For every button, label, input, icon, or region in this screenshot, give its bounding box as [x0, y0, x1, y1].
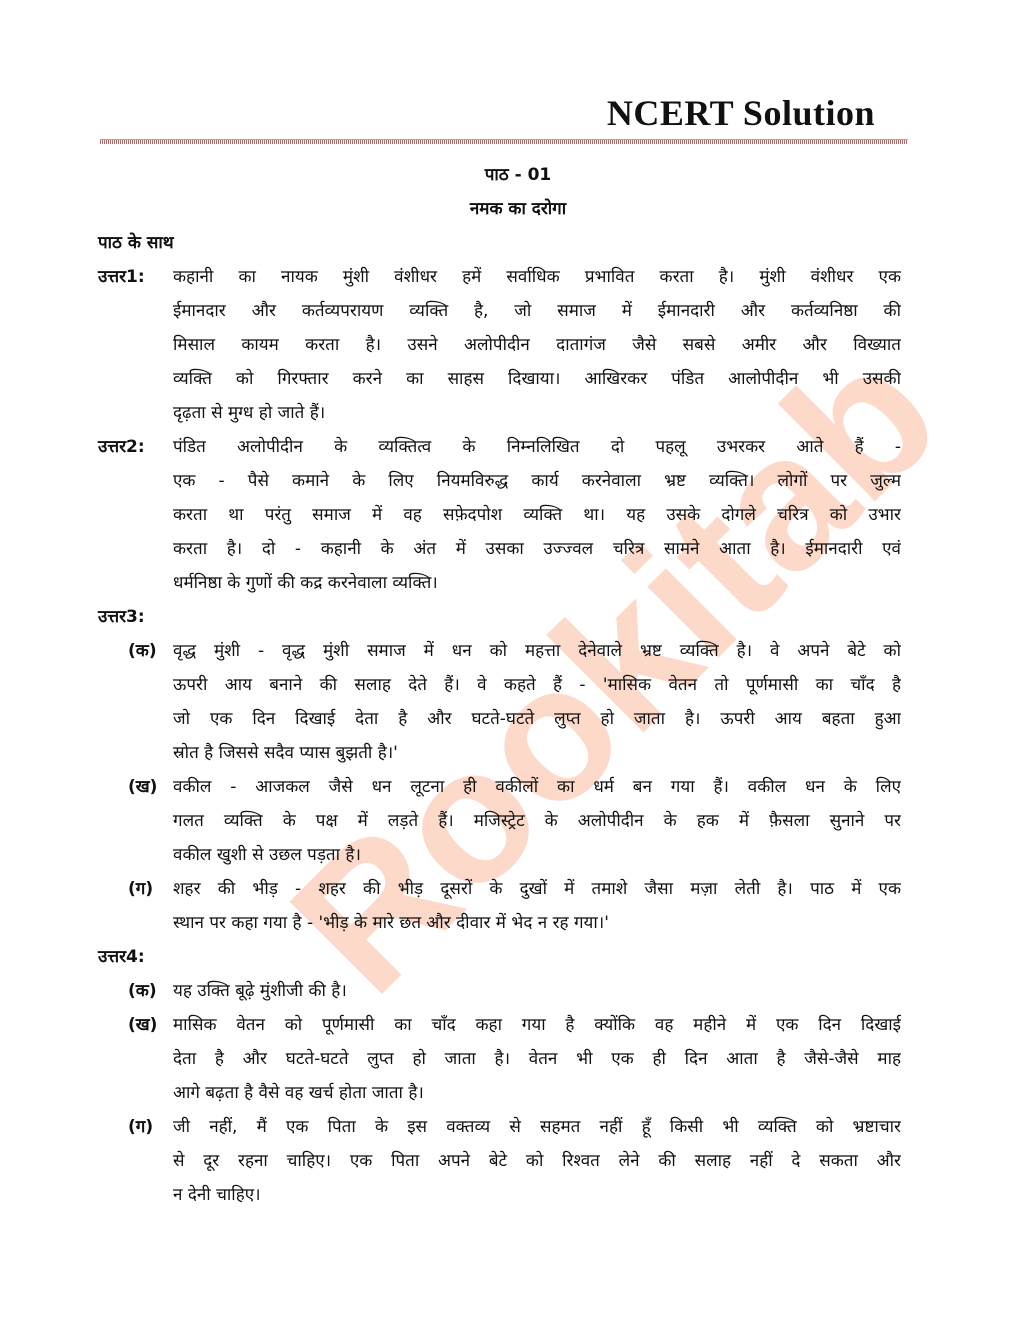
subitem-label: (ख) [128, 777, 158, 797]
text-line: देता है और घटते-घटते लुप्त हो जाता है। व… [173, 1049, 901, 1069]
text-line: स्थान पर कहा गया है - 'भीड़ के मारे छत औ… [173, 913, 609, 933]
subitem-label: (क) [128, 641, 157, 661]
subitem-label: (ग) [128, 879, 154, 899]
header-divider [100, 139, 908, 144]
answer-subitem: (ख) वकील - आजकल जैसे धन लूटना ही वकीलों क… [98, 770, 901, 872]
text-line: शहर की भीड़ - शहर की भीड़ दूसरों के दुखो… [173, 879, 901, 899]
answers-body: पाठ के साथ उत्तर1: कहानी का नायक मुंशी वं… [98, 226, 901, 1212]
text-line: करता था परंतु समाज में वह सफ़ेदपोश व्यक्… [173, 505, 901, 525]
answer-2: उत्तर2: पंडित अलोपीदीन के व्यक्तित्व के न… [98, 430, 901, 600]
text-line: एक - पैसे कमाने के लिए नियमविरुद्ध कार्य… [173, 471, 901, 491]
text-line: आगे बढ़ता है वैसे वह खर्च होता जाता है। [173, 1083, 424, 1103]
text-line: वकील - आजकल जैसे धन लूटना ही वकीलों का ध… [173, 777, 901, 797]
answer-subitem: (क) वृद्ध मुंशी - वृद्ध मुंशी समाज में धन… [98, 634, 901, 770]
text-line: मासिक वेतन को पूर्णमासी का चाँद कहा गया … [173, 1015, 901, 1035]
answer-label: उत्तर2: [98, 437, 145, 457]
text-line: से दूर रहना चाहिए। एक पिता अपने बेटे को … [173, 1151, 901, 1171]
text-line: पंडित अलोपीदीन के व्यक्तित्व के निम्नलिख… [173, 437, 901, 457]
answer-subitem: (ख) मासिक वेतन को पूर्णमासी का चाँद कहा ग… [98, 1008, 901, 1110]
text-line: यह उक्ति बूढ़े मुंशीजी की है। [173, 981, 347, 1001]
answer-subitem: (ग) जी नहीं, मैं एक पिता के इस वक्तव्य से… [98, 1110, 901, 1212]
lesson-title: नमक का दरोगा [469, 199, 567, 219]
text-line: ईमानदार और कर्तव्यपरायण व्यक्ति है, जो स… [173, 301, 901, 321]
answer-1: उत्तर1: कहानी का नायक मुंशी वंशीधर हमें स… [98, 260, 901, 430]
subitem-label: (क) [128, 981, 157, 1001]
text-line: स्रोत है जिससे सदैव प्यास बुझती है।' [173, 743, 398, 763]
answer-label: उत्तर4: [98, 947, 145, 967]
text-line: न देनी चाहिए। [173, 1185, 261, 1205]
lesson-number: पाठ - 01 [484, 165, 552, 185]
answer-label: उत्तर1: [98, 267, 145, 287]
text-line: गलत व्यक्ति के पक्ष में लड़ते हैं। मजिस्… [173, 811, 901, 831]
text-line: कहानी का नायक मुंशी वंशीधर हमें सर्वाधिक… [173, 267, 901, 287]
text-line: धर्मनिष्ठा के गुणों की कद्र करनेवाला व्य… [173, 573, 438, 593]
answer-spacer [173, 600, 901, 634]
text-line: जो एक दिन दिखाई देता है और घटते-घटते लुप… [173, 709, 901, 729]
answer-subitem: (ग) शहर की भीड़ - शहर की भीड़ दूसरों के द… [98, 872, 901, 940]
text-line: व्यक्ति को गिरफ्तार करने का साहस दिखाया।… [173, 369, 901, 389]
text-line: मिसाल कायम करता है। उसने अलोपीदीन दातागं… [173, 335, 901, 355]
subitem-label: (ख) [128, 1015, 158, 1035]
answer-label: उत्तर3: [98, 607, 145, 627]
text-line: दृढ़ता से मुग्ध हो जाते हैं। [173, 403, 326, 423]
text-line: जी नहीं, मैं एक पिता के इस वक्तव्य से सह… [173, 1117, 901, 1137]
text-line: वकील खुशी से उछल पड़ता है। [173, 845, 361, 865]
text-line: ऊपरी आय बनाने की सलाह देते हैं। वे कहते … [173, 675, 901, 695]
answer-subitem: (क) यह उक्ति बूढ़े मुंशीजी की है। [98, 974, 901, 1008]
subitem-label: (ग) [128, 1117, 154, 1137]
section-heading: पाठ के साथ [98, 233, 174, 253]
text-line: वृद्ध मुंशी - वृद्ध मुंशी समाज में धन को… [173, 641, 901, 661]
brand-title: NCERT Solution [606, 93, 875, 133]
answer-spacer [173, 940, 901, 974]
text-line: करता है। दो - कहानी के अंत में उसका उज्ज… [173, 539, 901, 559]
answer-3: उत्तर3: [98, 600, 901, 634]
answer-4: उत्तर4: [98, 940, 901, 974]
